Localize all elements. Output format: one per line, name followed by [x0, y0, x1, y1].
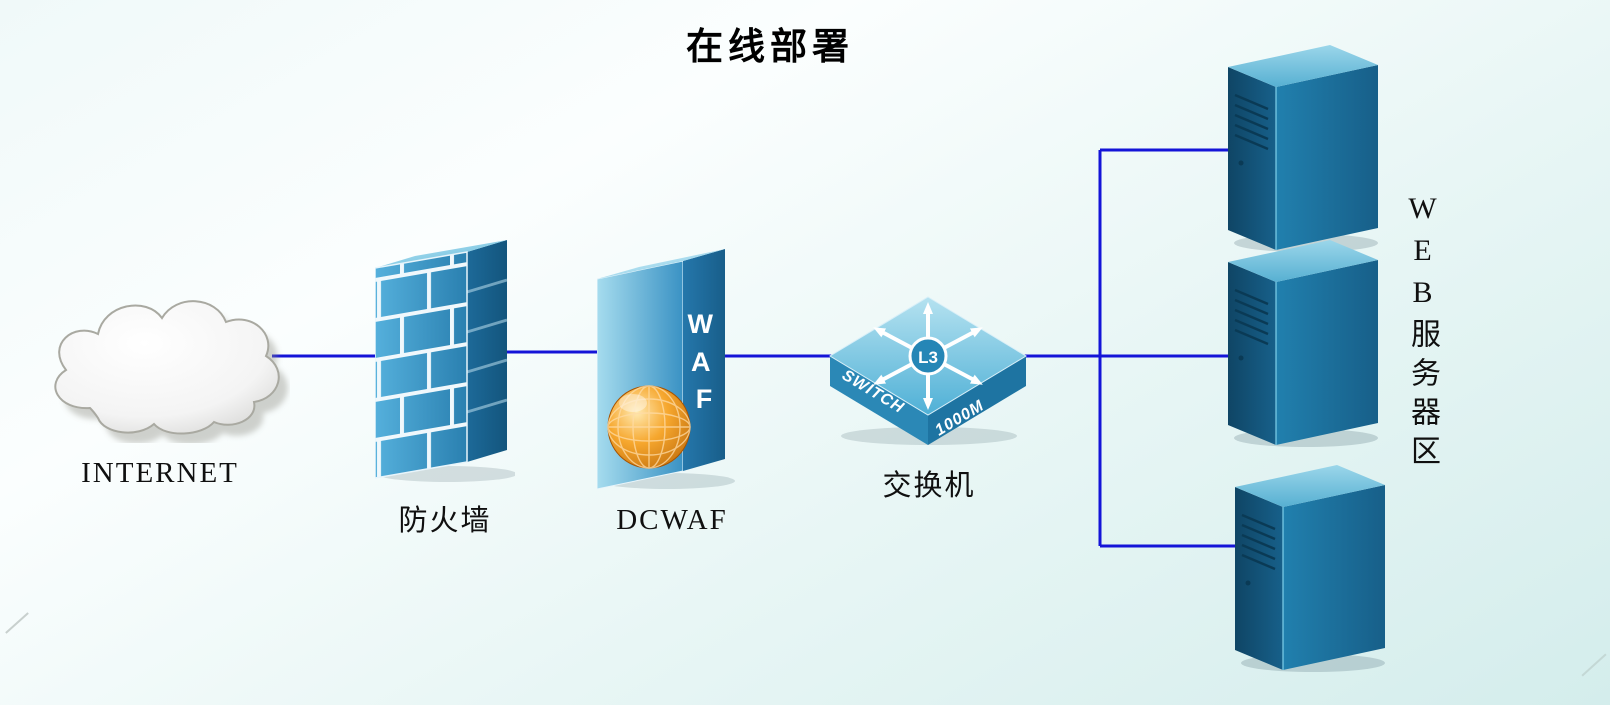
server-node-top[interactable]	[1228, 45, 1378, 255]
switch-node[interactable]: L3 SWITCH 1000M 交换机	[828, 296, 1030, 504]
server-vents	[1234, 288, 1269, 346]
globe-icon	[607, 385, 691, 469]
waf-label: DCWAF	[616, 504, 728, 536]
internet-node[interactable]: INTERNET	[30, 278, 290, 490]
waf-device-text: W A F	[688, 309, 721, 414]
server-vents	[1234, 93, 1269, 151]
waf-icon: W A F	[597, 249, 735, 490]
server-vents	[1241, 513, 1276, 571]
server-power-led	[1245, 580, 1251, 586]
firewall-label: 防火墙	[398, 505, 492, 537]
firewall-icon	[375, 240, 515, 482]
l3-badge	[908, 336, 948, 376]
diagram-title: 在线部署	[686, 25, 854, 68]
server-icon	[1228, 45, 1378, 252]
waf-node[interactable]: W A F DCWAF	[597, 245, 747, 537]
switch-arrows	[873, 302, 983, 410]
server-group-label: WEB服务器区	[1406, 192, 1439, 474]
server-icon	[1228, 240, 1378, 447]
cloud-icon	[54, 300, 288, 443]
switch-icon: L3 SWITCH 1000M	[829, 296, 1027, 445]
server-node-middle[interactable]	[1228, 240, 1378, 450]
server-power-led	[1238, 160, 1244, 166]
server-power-led	[1238, 355, 1244, 361]
switch-label: 交换机	[882, 470, 976, 502]
internet-label: INTERNET	[81, 457, 239, 489]
server-icon	[1235, 465, 1385, 672]
l3-badge-text: L3	[918, 348, 938, 367]
server-node-bottom[interactable]	[1235, 465, 1385, 675]
firewall-node[interactable]: 防火墙	[375, 238, 515, 539]
